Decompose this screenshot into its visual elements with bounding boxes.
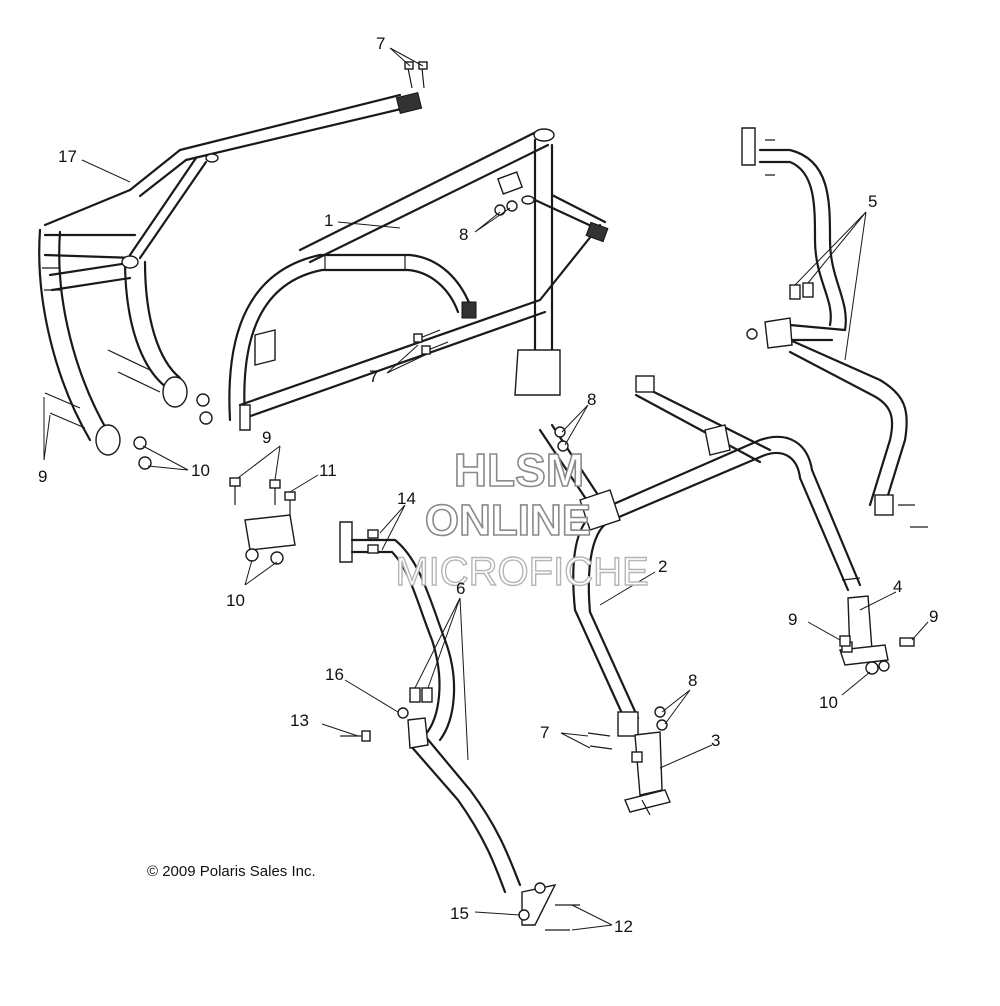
callout-15: 15 — [450, 904, 469, 923]
callout-9-right-a: 9 — [788, 610, 797, 629]
watermark-line-1: HLSM — [454, 444, 584, 496]
watermark-line-3: MICROFICHE — [395, 550, 648, 594]
callout-8-top: 8 — [459, 225, 468, 244]
copyright-notice: © 2009 Polaris Sales Inc. — [147, 863, 316, 880]
part-3-bracket — [624, 731, 671, 816]
part-6-side-bar — [339, 521, 557, 926]
leader-lines — [43, 47, 929, 931]
callout-9-center: 9 — [262, 428, 271, 447]
callout-3: 3 — [711, 731, 720, 750]
callout-9-left: 9 — [38, 467, 47, 486]
callout-7-mid: 7 — [369, 367, 378, 386]
callout-7-low: 7 — [540, 723, 549, 742]
callout-10-left: 10 — [191, 461, 210, 480]
part-5-side-bar — [741, 127, 908, 516]
part-4-bracket — [839, 595, 915, 666]
callout-8-low: 8 — [688, 671, 697, 690]
callout-12: 12 — [614, 917, 633, 936]
callout-16: 16 — [325, 665, 344, 684]
callout-8-mid: 8 — [587, 390, 596, 409]
callout-10-center: 10 — [226, 591, 245, 610]
part-17-front-frame — [38, 61, 428, 456]
callout-17: 17 — [58, 147, 77, 166]
callout-10-right: 10 — [819, 693, 838, 712]
callout-14: 14 — [397, 489, 416, 508]
callout-6: 6 — [456, 579, 465, 598]
part-1-main-cage — [228, 128, 609, 431]
watermark-line-2: ONLINE — [425, 496, 591, 545]
callout-2: 2 — [658, 557, 667, 576]
callout-11: 11 — [319, 461, 337, 480]
callout-13: 13 — [290, 711, 309, 730]
watermark: HLSM ONLINE MICROFICHE — [395, 443, 650, 595]
callout-1: 1 — [324, 211, 333, 230]
part-2-rear-hoop — [538, 375, 862, 737]
callout-7-top: 7 — [376, 34, 385, 53]
fasteners — [44, 139, 928, 931]
callout-4: 4 — [893, 577, 902, 596]
callout-labels: 7 17 1 8 5 7 8 9 10 9 11 10 14 6 2 4 9 9… — [38, 34, 938, 936]
callout-9-right-b: 9 — [929, 607, 938, 626]
callout-5: 5 — [868, 192, 877, 211]
